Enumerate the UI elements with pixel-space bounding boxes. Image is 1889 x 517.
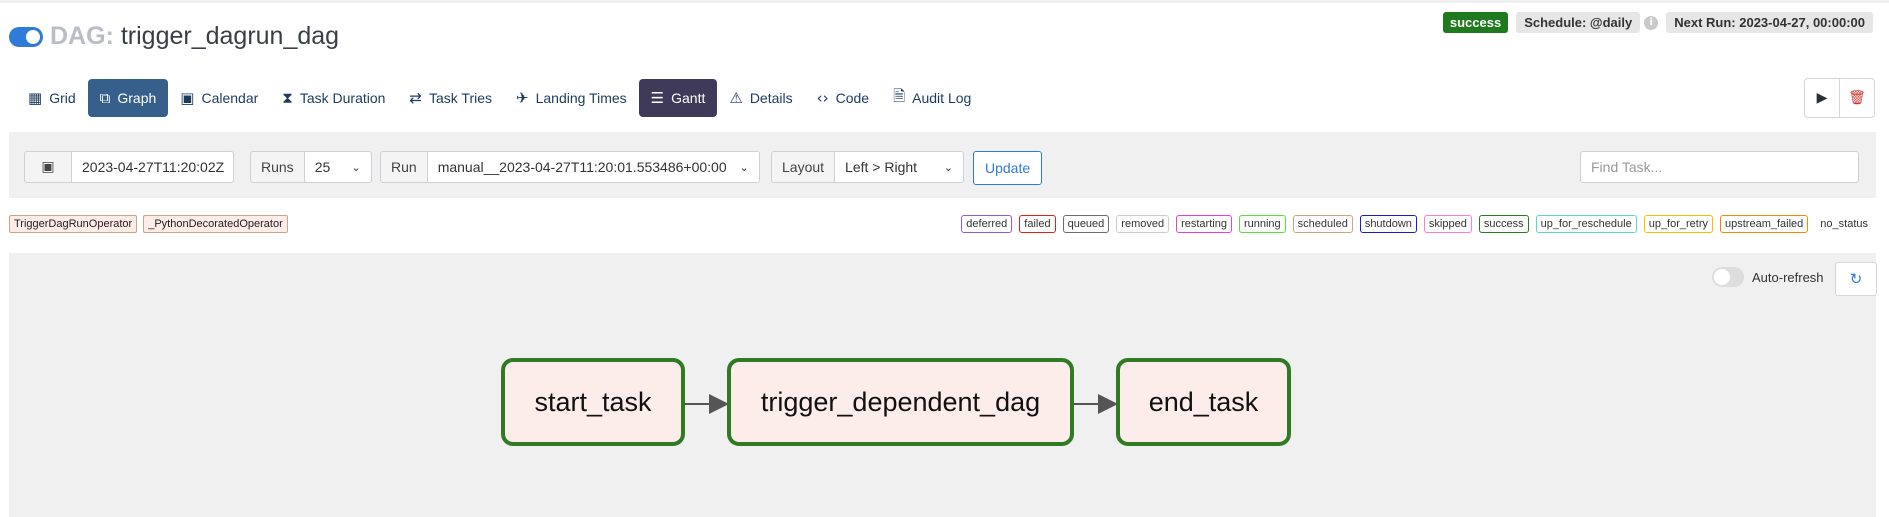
- grid-icon: ▦: [28, 89, 43, 107]
- dag-name: trigger_dagrun_dag: [120, 22, 340, 50]
- operator-trigger-dagrun[interactable]: TriggerDagRunOperator: [9, 215, 138, 233]
- state-up-for-reschedule[interactable]: up_for_reschedule: [1535, 215, 1637, 233]
- tab-calendar[interactable]: ▣ Calendar: [168, 79, 270, 117]
- delete-dag-button[interactable]: 🗑: [1840, 78, 1875, 118]
- dag-prefix: DAG:: [50, 22, 114, 50]
- auto-refresh-label: Auto-refresh: [1752, 269, 1824, 285]
- task-node-trigger-dependent-dag[interactable]: trigger_dependent_dag: [727, 358, 1074, 446]
- runs-select[interactable]: 25 ⌄: [304, 151, 372, 183]
- state-no-status[interactable]: no_status: [1820, 218, 1868, 230]
- find-task-input[interactable]: Find Task...: [1580, 151, 1859, 183]
- refresh-icon: ↻: [1849, 270, 1863, 288]
- run-select[interactable]: manual__2023-04-27T11:20:01.553486+00:00…: [427, 151, 760, 183]
- top-border: [0, 0, 1889, 3]
- base-date-group: ▣ 2023-04-27T11:20:02Z: [24, 151, 234, 183]
- tab-label: Task Tries: [429, 90, 493, 106]
- run-group: Run manual__2023-04-27T11:20:01.553486+0…: [380, 151, 760, 183]
- tab-grid[interactable]: ▦ Grid: [16, 79, 88, 117]
- runs-value: 25: [314, 159, 331, 175]
- status-badge: success: [1442, 12, 1509, 33]
- retry-icon: ⇄: [409, 89, 422, 107]
- layout-select[interactable]: Left > Right ⌄: [835, 151, 965, 183]
- tab-label: Calendar: [201, 90, 259, 106]
- tab-task-duration[interactable]: ⧗ Task Duration: [270, 79, 397, 117]
- toggle-knob: [26, 30, 40, 44]
- landing-icon: ✈: [516, 89, 529, 107]
- run-label: Run: [380, 151, 428, 183]
- update-button[interactable]: Update: [973, 151, 1043, 185]
- warning-icon: ⚠: [729, 89, 743, 107]
- calendar-picker-button[interactable]: ▣: [24, 151, 72, 183]
- code-icon: ‹›: [816, 89, 829, 107]
- tab-graph[interactable]: ⧉ Graph: [87, 79, 169, 117]
- page-title: DAG: trigger_dagrun_dag: [50, 22, 339, 51]
- state-up-for-retry[interactable]: up_for_retry: [1643, 215, 1714, 233]
- next-run-badge: Next Run: 2023-04-27, 00:00:00: [1666, 12, 1873, 33]
- chevron-down-icon: ⌄: [351, 160, 361, 174]
- tab-label: Code: [835, 90, 870, 106]
- state-skipped[interactable]: skipped: [1423, 215, 1472, 233]
- tab-landing-times[interactable]: ✈ Landing Times: [504, 79, 639, 117]
- chevron-down-icon: ⌄: [943, 160, 954, 174]
- gantt-icon: ☰: [650, 89, 665, 107]
- calendar-icon: ▣: [180, 89, 195, 107]
- tab-label: Graph: [117, 90, 157, 106]
- run-value: manual__2023-04-27T11:20:01.553486+00:00: [437, 159, 727, 175]
- calendar-icon: ▣: [41, 159, 55, 175]
- trash-icon: 🗑: [1848, 90, 1866, 106]
- info-icon[interactable]: i: [1644, 15, 1659, 30]
- auto-refresh-toggle[interactable]: [1712, 267, 1744, 287]
- tab-gantt[interactable]: ☰ Gantt: [638, 79, 718, 117]
- tab-label: Audit Log: [912, 90, 972, 106]
- play-icon: ▶: [1816, 90, 1828, 106]
- state-success[interactable]: success: [1478, 215, 1529, 233]
- hourglass-icon: ⧗: [282, 89, 293, 107]
- graph-edges: [685, 394, 1118, 414]
- task-node-start-task[interactable]: start_task: [501, 358, 685, 446]
- chevron-down-icon: ⌄: [739, 160, 749, 174]
- state-deferred[interactable]: deferred: [961, 215, 1013, 233]
- graph-filter-bar: ▣ 2023-04-27T11:20:02Z Runs 25 ⌄ Run man…: [9, 132, 1876, 198]
- dag-pause-toggle[interactable]: [9, 27, 43, 47]
- trigger-dag-button[interactable]: ▶: [1804, 78, 1840, 118]
- tab-label: Gantt: [671, 90, 706, 106]
- runs-label: Runs: [250, 151, 305, 183]
- graph-icon: ⧉: [99, 89, 111, 107]
- runs-group: Runs 25 ⌄: [250, 151, 372, 183]
- task-node-end-task[interactable]: end_task: [1116, 358, 1291, 446]
- view-tabs: ▦ Grid ⧉ Graph ▣ Calendar ⧗ Task Duratio…: [16, 78, 983, 118]
- operator-legend: TriggerDagRunOperator _PythonDecoratedOp…: [9, 215, 288, 233]
- operator-python-decorated[interactable]: _PythonDecoratedOperator: [143, 215, 288, 233]
- layout-label: Layout: [771, 151, 836, 183]
- refresh-button[interactable]: ↻: [1835, 262, 1877, 296]
- dag-actions: ▶ 🗑: [1804, 78, 1875, 118]
- tab-audit-log[interactable]: 🗎 Audit Log: [881, 79, 983, 117]
- state-shutdown[interactable]: shutdown: [1359, 215, 1417, 233]
- tab-label: Landing Times: [535, 90, 627, 106]
- tab-details[interactable]: ⚠ Details: [717, 79, 804, 117]
- tab-task-tries[interactable]: ⇄ Task Tries: [397, 79, 504, 117]
- dag-status-badges: success Schedule: @daily i Next Run: 202…: [1442, 12, 1873, 33]
- state-legend: deferred failed queued removed restartin…: [961, 215, 1873, 233]
- state-running[interactable]: running: [1238, 215, 1286, 233]
- base-date-input[interactable]: 2023-04-27T11:20:02Z: [72, 151, 234, 183]
- state-queued[interactable]: queued: [1062, 215, 1110, 233]
- state-scheduled[interactable]: scheduled: [1292, 215, 1353, 233]
- tab-label: Grid: [49, 90, 76, 106]
- tab-label: Details: [749, 90, 793, 106]
- state-upstream-failed[interactable]: upstream_failed: [1720, 215, 1809, 233]
- state-failed[interactable]: failed: [1019, 215, 1056, 233]
- layout-group: Layout Left > Right ⌄: [771, 151, 965, 183]
- tab-label: Task Duration: [299, 90, 386, 106]
- dag-graph-canvas[interactable]: Auto-refresh ↻ start_task trigger_depend…: [9, 253, 1877, 517]
- schedule-badge: Schedule: @daily: [1516, 12, 1641, 33]
- audit-icon: 🗎: [893, 86, 906, 105]
- state-removed[interactable]: removed: [1116, 215, 1170, 233]
- layout-value: Left > Right: [845, 159, 918, 175]
- state-restarting[interactable]: restarting: [1176, 215, 1232, 233]
- auto-refresh-control: Auto-refresh: [1712, 267, 1824, 287]
- toggle-knob: [1714, 269, 1730, 285]
- tab-code[interactable]: ‹› Code: [805, 79, 881, 117]
